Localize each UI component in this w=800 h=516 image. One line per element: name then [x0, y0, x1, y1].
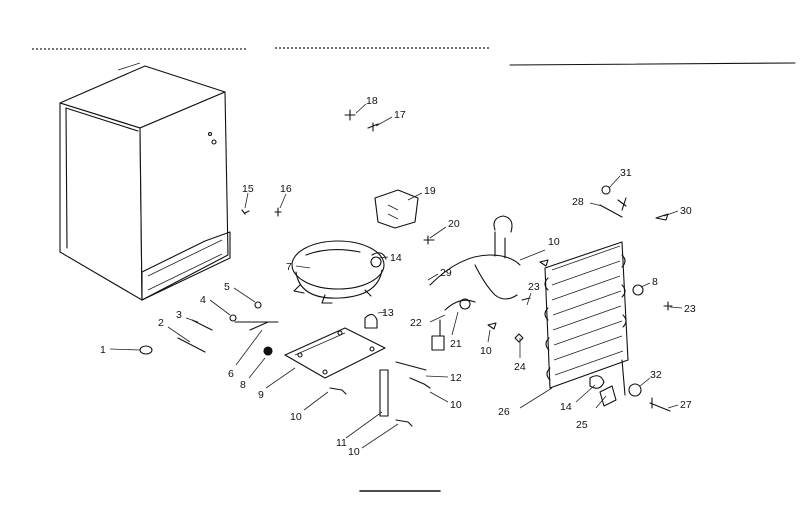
condenser-coil — [544, 241, 629, 407]
callout: 6 — [228, 368, 234, 380]
compressor — [291, 240, 387, 304]
callout: 27 — [680, 399, 692, 411]
callout: 23 — [684, 303, 696, 315]
callout: 24 — [514, 361, 526, 373]
header-rules — [32, 47, 796, 66]
callout: 14 — [560, 401, 572, 413]
callout: 13 — [382, 307, 394, 319]
callout: 25 — [576, 419, 588, 431]
callout: 31 — [620, 167, 632, 179]
callout: 16 — [280, 183, 292, 195]
callout: 11 — [336, 437, 347, 449]
callout: 8 — [652, 276, 658, 288]
relay-bracket — [374, 189, 435, 245]
callout: 3 — [176, 309, 182, 321]
callout: 20 — [448, 218, 460, 230]
callout: 28 — [572, 196, 584, 208]
callout: 23 — [528, 281, 540, 293]
leader-lines — [109, 103, 683, 449]
callout: 9 — [258, 389, 264, 401]
base-plate — [284, 327, 386, 379]
callout: 8 — [240, 379, 246, 391]
callout: 5 — [224, 281, 230, 293]
callout: 10 — [548, 236, 560, 248]
callout: 17 — [394, 109, 406, 121]
callout: 7 — [286, 261, 292, 273]
wiring-harness — [429, 215, 549, 351]
small-parts-left — [139, 109, 431, 427]
cabinet — [59, 62, 231, 301]
small-parts-right — [599, 185, 673, 412]
callout: 18 — [366, 95, 378, 107]
callout: 10 — [348, 446, 360, 458]
callout: 21 — [450, 338, 462, 350]
callout: 4 — [200, 294, 206, 306]
callout: 15 — [242, 183, 254, 195]
callout: 10 — [450, 399, 462, 411]
callout-labels: 1 2 3 4 5 6 8 9 10 11 10 7 14 13 15 16 1… — [100, 95, 696, 458]
callout: 10 — [290, 411, 302, 423]
callout: 26 — [498, 406, 510, 418]
callout: 14 — [390, 252, 402, 264]
callout: 10 — [480, 345, 492, 357]
callout: 30 — [680, 205, 692, 217]
callout: 29 — [440, 267, 452, 279]
callout: 32 — [650, 369, 662, 381]
callout: 22 — [410, 317, 422, 329]
callout: 19 — [424, 185, 436, 197]
callout: 12 — [450, 372, 462, 384]
callout: 2 — [158, 317, 164, 329]
callout: 1 — [100, 344, 106, 356]
